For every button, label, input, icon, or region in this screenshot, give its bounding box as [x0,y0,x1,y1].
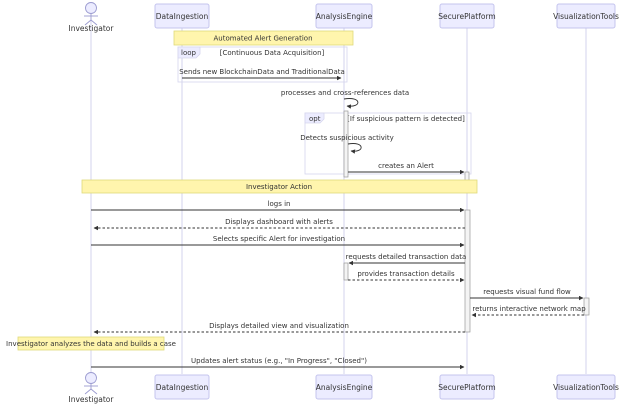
participant-visualizationtools-bottom: VisualizationTools [553,374,619,400]
note-builds-case: Investigator analyzes the data and build… [6,336,176,351]
message-displays-view-label: Displays detailed view and visualization [209,322,349,330]
svg-text:Investigator analyzes the data: Investigator analyzes the data and build… [6,340,176,348]
svg-text:VisualizationTools: VisualizationTools [553,12,619,21]
actor-investigator-bottom: Investigator [69,372,115,404]
svg-text:AnalysisEngine: AnalysisEngine [316,383,373,392]
loop-condition: [Continuous Data Acquisition] [220,49,325,57]
message-processes-arrow [343,98,359,109]
actor-investigator-label-top: Investigator [69,24,115,33]
svg-text:AnalysisEngine: AnalysisEngine [316,12,373,21]
participant-dataingestion-bottom: DataIngestion [154,374,210,400]
message-displays-dashboard-label: Displays dashboard with alerts [225,218,333,226]
svg-text:Automated Alert Generation: Automated Alert Generation [213,35,312,43]
loop-keyword: loop [181,49,197,57]
actor-investigator-label-bottom: Investigator [69,395,115,404]
message-detects-arrow [347,143,362,154]
message-creates-alert-label: creates an Alert [378,162,434,170]
activation-analysisengine [343,110,349,178]
svg-text:DataIngestion: DataIngestion [156,12,209,21]
note-automated-alert-generation: Automated Alert Generation [173,30,354,46]
message-returns-map-label: returns interactive network map [472,305,586,313]
opt-condition: [If suspicious pattern is detected] [347,115,465,123]
message-requests-tx-label: requests detailed transaction data [346,253,467,261]
message-provides-tx-label: provides transaction details [357,270,455,278]
participant-secureplatform-bottom: SecurePlatform [438,374,496,400]
participant-secureplatform-top: SecurePlatform [438,3,496,29]
svg-text:SecurePlatform: SecurePlatform [438,12,495,21]
message-detects-label: Detects suspicious activity [300,134,394,142]
message-processes-label: processes and cross-references data [281,89,409,97]
message-logs-in-label: logs in [268,200,291,208]
participant-dataingestion-top: DataIngestion [154,3,210,29]
opt-frame: opt [If suspicious pattern is detected] [304,112,472,175]
message-updates-status-label: Updates alert status (e.g., "In Progress… [191,357,367,365]
participant-analysisengine-top: AnalysisEngine [315,3,373,29]
activation-analysisengine-2 [343,262,349,281]
activation-visualizationtools [583,297,590,316]
message-sends-data-label: Sends new BlockchainData and Traditional… [179,68,345,76]
participant-analysisengine-bottom: AnalysisEngine [315,374,373,400]
svg-text:VisualizationTools: VisualizationTools [553,383,619,392]
svg-text:DataIngestion: DataIngestion [156,383,209,392]
svg-text:Investigator Action: Investigator Action [246,183,312,191]
svg-text:SecurePlatform: SecurePlatform [438,383,495,392]
activation-secureplatform-2 [464,209,471,333]
message-selects-alert-label: Selects specific Alert for investigation [213,235,345,243]
opt-keyword: opt [309,115,321,123]
loop-frame: loop [Continuous Data Acquisition] [177,46,348,83]
note-investigator-action: Investigator Action [81,179,478,194]
actor-investigator-top: Investigator [69,2,115,33]
participant-visualizationtools-top: VisualizationTools [553,3,619,29]
message-requests-flow-label: requests visual fund flow [483,288,571,296]
